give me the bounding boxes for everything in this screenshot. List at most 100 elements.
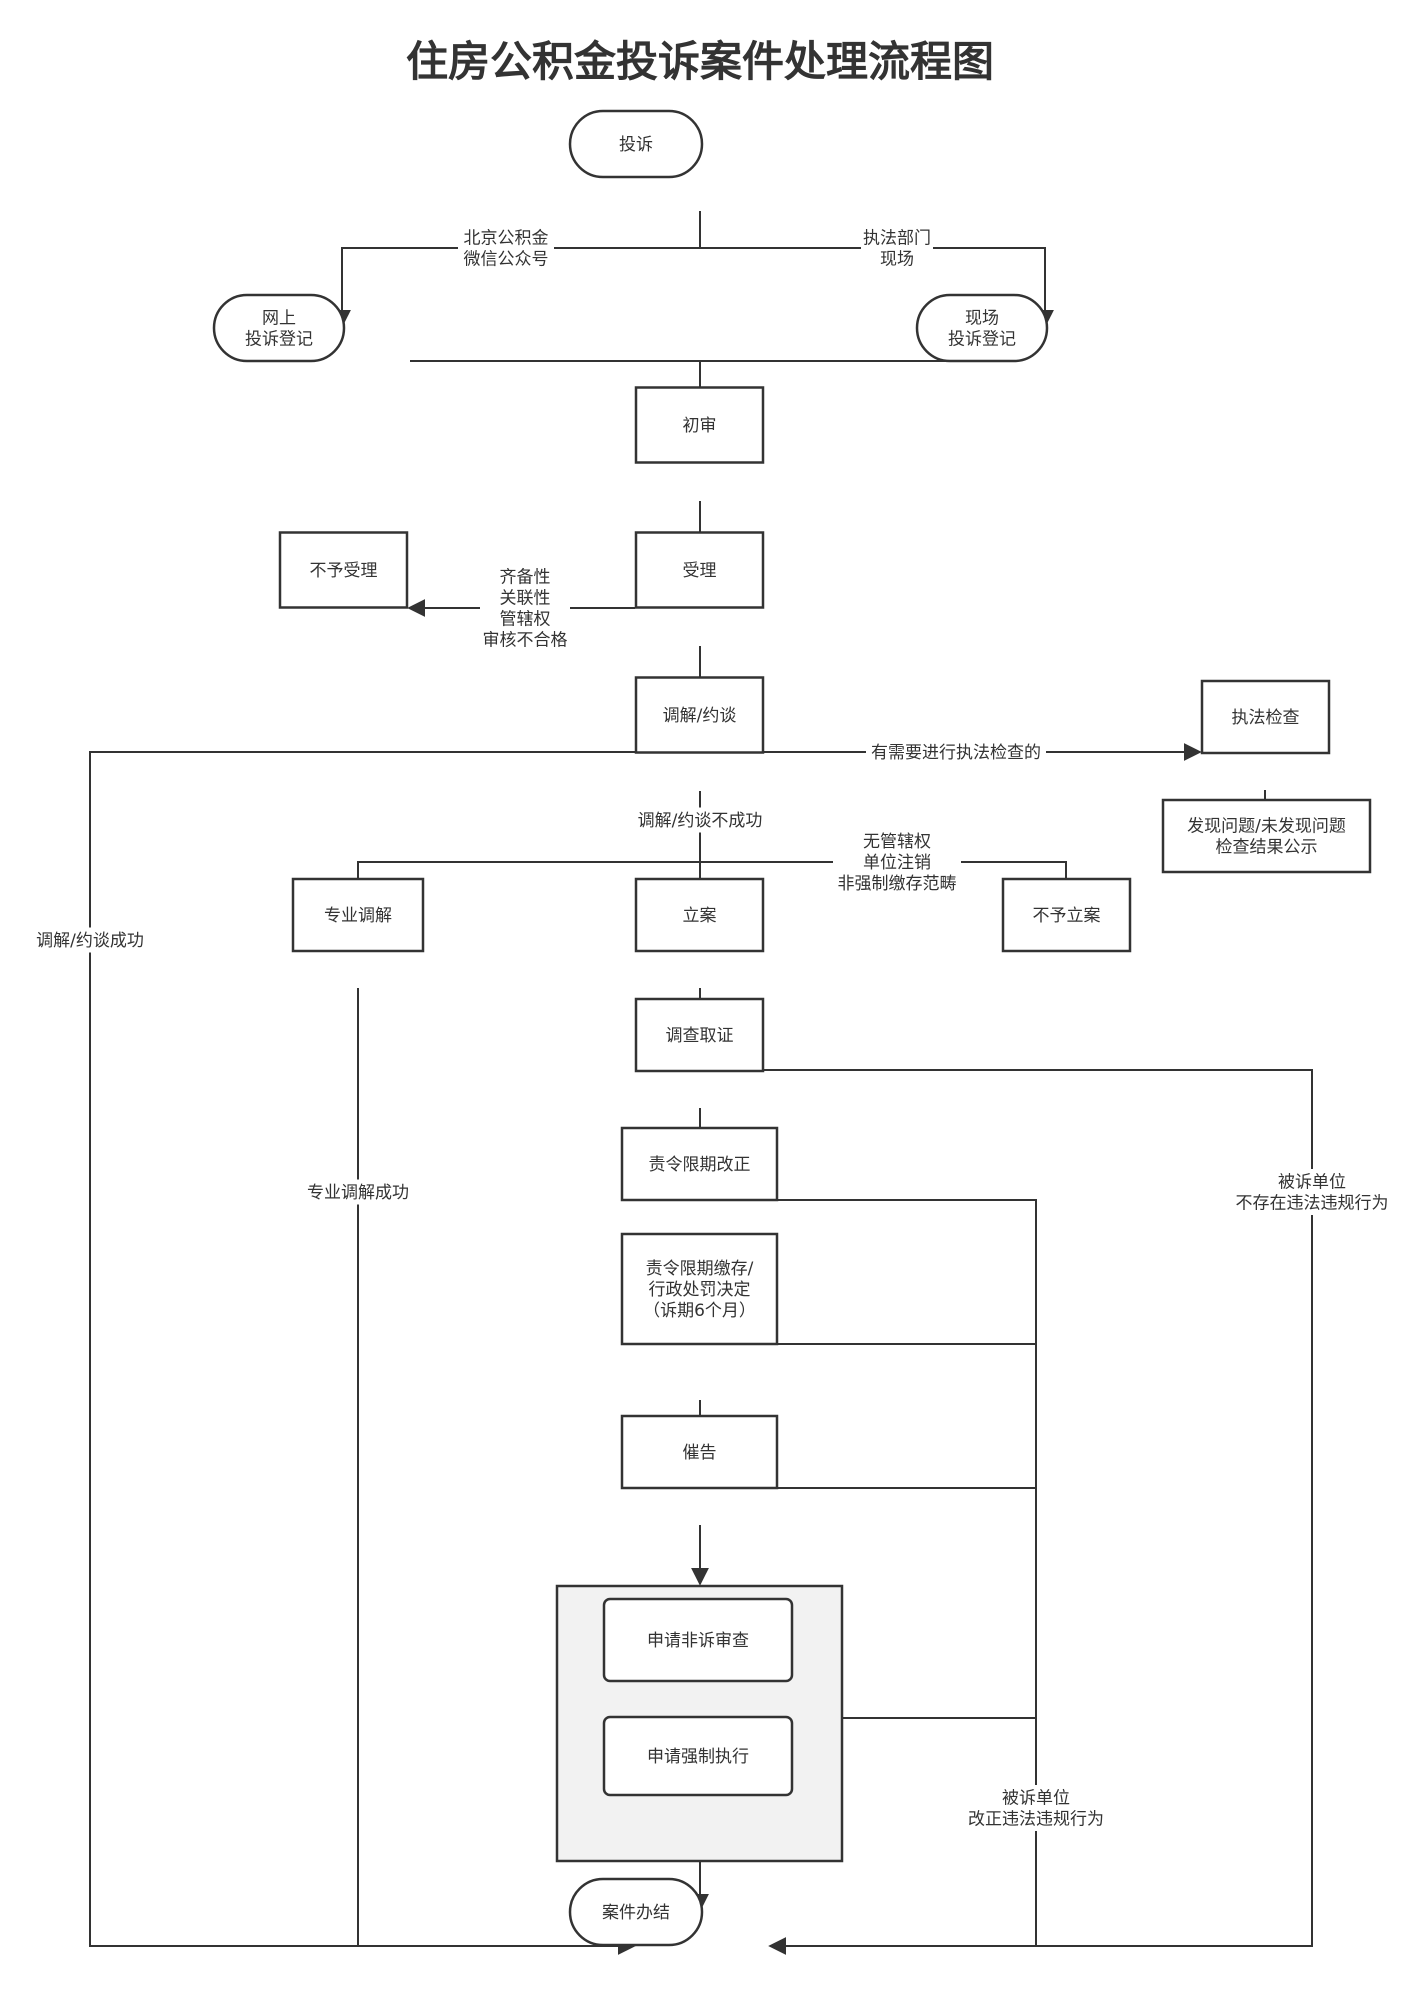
label-need-enforcement-line: 有需要进行执法检查的 — [871, 743, 1041, 763]
complaint-terminal-label: 投诉 — [619, 135, 653, 155]
onsite-register-terminal-label-line: 现场 — [965, 309, 999, 329]
order-deposit-box: 责令限期缴存/行政处罚决定（诉期6个月） — [620, 1232, 779, 1346]
case-closed-terminal-label: 案件办结 — [602, 1903, 670, 1923]
case-closed-terminal: 案件办结 — [568, 1877, 704, 1947]
label-corrected: 被诉单位改正违法违规行为 — [968, 1789, 1104, 1830]
label-mediation-success-line: 调解/约谈成功 — [36, 931, 144, 951]
label-wechat-bg — [458, 225, 554, 271]
online-register-terminal: 网上投诉登记 — [212, 293, 346, 363]
investigation-box: 调查取证 — [634, 997, 765, 1073]
apply-enforce-box-shape — [602, 1715, 794, 1797]
label-onsite-line: 现场 — [880, 250, 914, 270]
professional-mediation-box-label: 专业调解 — [324, 906, 392, 926]
case-closed-terminal-label-line: 案件办结 — [602, 1903, 670, 1923]
onsite-register-terminal-label-line: 投诉登记 — [948, 330, 1016, 350]
check-result-box-label-line: 检查结果公示 — [1216, 838, 1318, 858]
label-reject-reasons-line: 关联性 — [500, 589, 551, 609]
onsite-register-terminal-label: 现场投诉登记 — [948, 309, 1016, 350]
file-case-box-label: 立案 — [683, 906, 717, 926]
label-no-jurisdiction-line: 单位注销 — [863, 853, 931, 873]
label-reject-reasons-line: 管辖权 — [500, 610, 551, 630]
label-reject-reasons-line: 齐备性 — [500, 568, 551, 588]
edge-label-layer: 北京公积金微信公众号执法部门现场齐备性关联性管辖权审核不合格有需要进行执法检查的… — [30, 225, 1392, 1831]
order-deposit-box-label-line: 责令限期缴存/ — [646, 1259, 754, 1279]
not-accept-box-label-line: 不予受理 — [310, 561, 378, 581]
check-result-box: 发现问题/未发现问题检查结果公示 — [1161, 798, 1372, 874]
case-closed-terminal-shape — [568, 1877, 704, 1947]
label-need-enforcement: 有需要进行执法检查的 — [871, 743, 1041, 763]
initial-review-box-label: 初审 — [683, 416, 717, 436]
order-correct-box: 责令限期改正 — [620, 1126, 779, 1202]
mediation-box-label-line: 调解/约谈 — [663, 706, 737, 726]
page-title: 住房公积金投诉案件处理流程图 — [406, 37, 994, 86]
label-no-violation-line: 不存在违法违规行为 — [1236, 1194, 1389, 1214]
enforcement-check-box: 执法检查 — [1200, 679, 1331, 755]
no-case-box-label: 不予立案 — [1033, 906, 1101, 926]
check-result-box-shape — [1161, 798, 1372, 874]
file-case-box-label-line: 立案 — [683, 906, 717, 926]
urge-box-label-line: 催告 — [683, 1443, 717, 1463]
label-corrected-line: 被诉单位 — [1002, 1789, 1070, 1809]
onsite-register-terminal: 现场投诉登记 — [915, 293, 1049, 363]
online-register-terminal-label-line: 投诉登记 — [245, 330, 313, 350]
label-professional-success: 专业调解成功 — [307, 1183, 409, 1203]
no-case-box: 不予立案 — [1001, 877, 1132, 953]
complaint-terminal-shape — [568, 109, 704, 179]
label-no-violation: 被诉单位不存在违法违规行为 — [1236, 1173, 1389, 1214]
investigation-box-shape — [634, 997, 765, 1073]
check-result-box-label-line: 发现问题/未发现问题 — [1187, 817, 1346, 837]
mediation-box: 调解/约谈 — [634, 676, 765, 754]
apply-review-box-label: 申请非诉审查 — [647, 1631, 749, 1651]
enforcement-check-box-shape — [1200, 679, 1331, 755]
urge-box-shape — [620, 1414, 779, 1490]
label-wechat-line: 微信公众号 — [464, 250, 549, 270]
professional-mediation-box-label-line: 专业调解 — [324, 906, 392, 926]
order-correct-box-label-line: 责令限期改正 — [649, 1155, 751, 1175]
label-reject-reasons-line: 审核不合格 — [483, 631, 568, 651]
mediation-box-label: 调解/约谈 — [663, 706, 737, 726]
online-register-terminal-label: 网上投诉登记 — [245, 309, 313, 350]
edge-mediation-success — [89, 751, 636, 1955]
complaint-terminal: 投诉 — [568, 109, 704, 179]
label-professional-success-bg — [305, 1179, 411, 1205]
order-correct-box-label: 责令限期改正 — [649, 1155, 751, 1175]
not-accept-box-shape — [278, 531, 409, 609]
mediation-box-shape — [634, 676, 765, 754]
accept-box-label: 受理 — [683, 561, 717, 581]
label-wechat-line: 北京公积金 — [464, 229, 549, 249]
not-accept-box-label: 不予受理 — [310, 561, 378, 581]
accept-box: 受理 — [634, 531, 765, 609]
online-register-terminal-label-line: 网上 — [262, 309, 296, 329]
file-case-box-shape — [634, 877, 765, 953]
label-professional-success-line: 专业调解成功 — [307, 1183, 409, 1203]
accept-box-shape — [634, 531, 765, 609]
apply-review-box-label-line: 申请非诉审查 — [647, 1631, 749, 1651]
apply-enforce-box: 申请强制执行 — [602, 1715, 794, 1797]
label-no-jurisdiction-line: 无管辖权 — [863, 832, 931, 852]
edge-complaint-onsite — [700, 247, 1054, 328]
label-no-violation-line: 被诉单位 — [1278, 1173, 1346, 1193]
label-onsite-line: 执法部门 — [863, 229, 931, 249]
investigation-box-label-line: 调查取证 — [666, 1026, 734, 1046]
label-wechat: 北京公积金微信公众号 — [464, 229, 549, 270]
urge-box: 催告 — [620, 1414, 779, 1490]
apply-review-box-shape — [602, 1597, 794, 1683]
online-register-terminal-shape — [212, 293, 346, 363]
initial-review-box: 初审 — [634, 386, 765, 464]
check-result-box-label: 发现问题/未发现问题检查结果公示 — [1187, 817, 1346, 858]
label-reject-reasons: 齐备性关联性管辖权审核不合格 — [483, 568, 568, 651]
initial-review-box-shape — [634, 386, 765, 464]
label-no-jurisdiction-bg — [833, 828, 961, 896]
label-mediation-failed-bg — [633, 807, 767, 833]
label-mediation-failed: 调解/约谈不成功 — [638, 811, 763, 831]
label-onsite: 执法部门现场 — [863, 229, 931, 270]
apply-enforce-box-label: 申请强制执行 — [647, 1747, 749, 1767]
edge-no-violation — [764, 1069, 1313, 1955]
no-case-box-shape — [1001, 877, 1132, 953]
label-mediation-success: 调解/约谈成功 — [36, 931, 144, 951]
label-onsite-bg — [861, 225, 933, 271]
apply-review-box: 申请非诉审查 — [602, 1597, 794, 1683]
onsite-register-terminal-shape — [915, 293, 1049, 363]
order-deposit-box-label: 责令限期缴存/行政处罚决定（诉期6个月） — [643, 1259, 756, 1321]
file-case-box: 立案 — [634, 877, 765, 953]
